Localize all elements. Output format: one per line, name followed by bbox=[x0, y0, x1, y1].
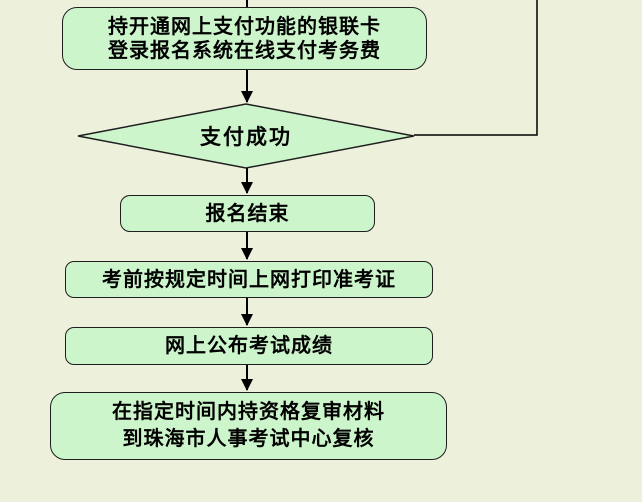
node-pay-online-line2: 登录报名系统在线支付考务费 bbox=[108, 39, 381, 62]
node-payment-success-label: 支付成功 bbox=[200, 126, 292, 149]
connector-loop-line bbox=[414, 0, 538, 136]
node-print-admission-ticket: 考前按规定时间上网打印准考证 bbox=[65, 261, 433, 298]
node-qualification-review-line1: 在指定时间内持资格复审材料 bbox=[112, 401, 385, 423]
node-print-admission-ticket-line1: 考前按规定时间上网打印准考证 bbox=[102, 268, 396, 291]
node-qualification-review: 在指定时间内持资格复审材料 到珠海市人事考试中心复核 bbox=[50, 392, 447, 460]
node-publish-results: 网上公布考试成绩 bbox=[65, 327, 433, 365]
node-registration-complete-line1: 报名结束 bbox=[205, 202, 290, 225]
node-pay-online: 持开通网上支付功能的银联卡 登录报名系统在线支付考务费 bbox=[62, 7, 427, 70]
node-publish-results-line1: 网上公布考试成绩 bbox=[165, 335, 333, 357]
node-qualification-review-line2: 到珠海市人事考试中心复核 bbox=[122, 428, 375, 450]
node-pay-online-line1: 持开通网上支付功能的银联卡 bbox=[108, 15, 381, 38]
node-registration-complete: 报名结束 bbox=[120, 195, 375, 232]
